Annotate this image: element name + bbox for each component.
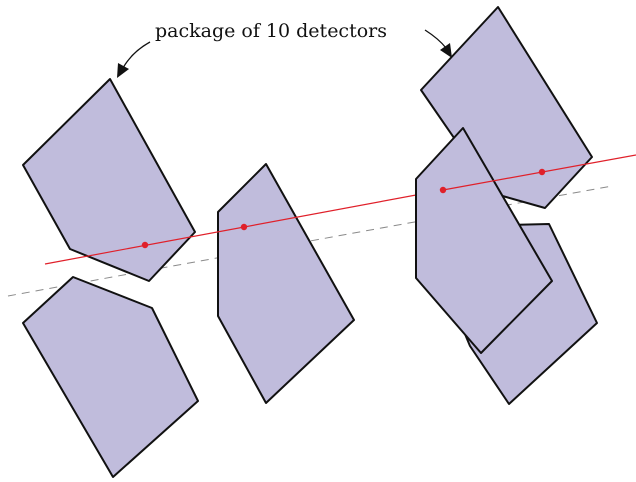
reference-dashed-line (7, 185, 613, 297)
hit-point (538, 168, 546, 176)
detector-plate-left-top (22, 78, 196, 282)
detector-plate-right-front (415, 127, 553, 354)
hit-point (141, 241, 149, 249)
caption-arrow-left (117, 41, 151, 78)
caption-label: package of 10 detectors (155, 20, 387, 42)
hit-point (240, 223, 248, 231)
caption-arrow-right (424, 29, 452, 58)
hit-point (439, 186, 447, 194)
detector-plate-middle (217, 163, 355, 404)
detector-plate-left-bottom (22, 276, 199, 478)
